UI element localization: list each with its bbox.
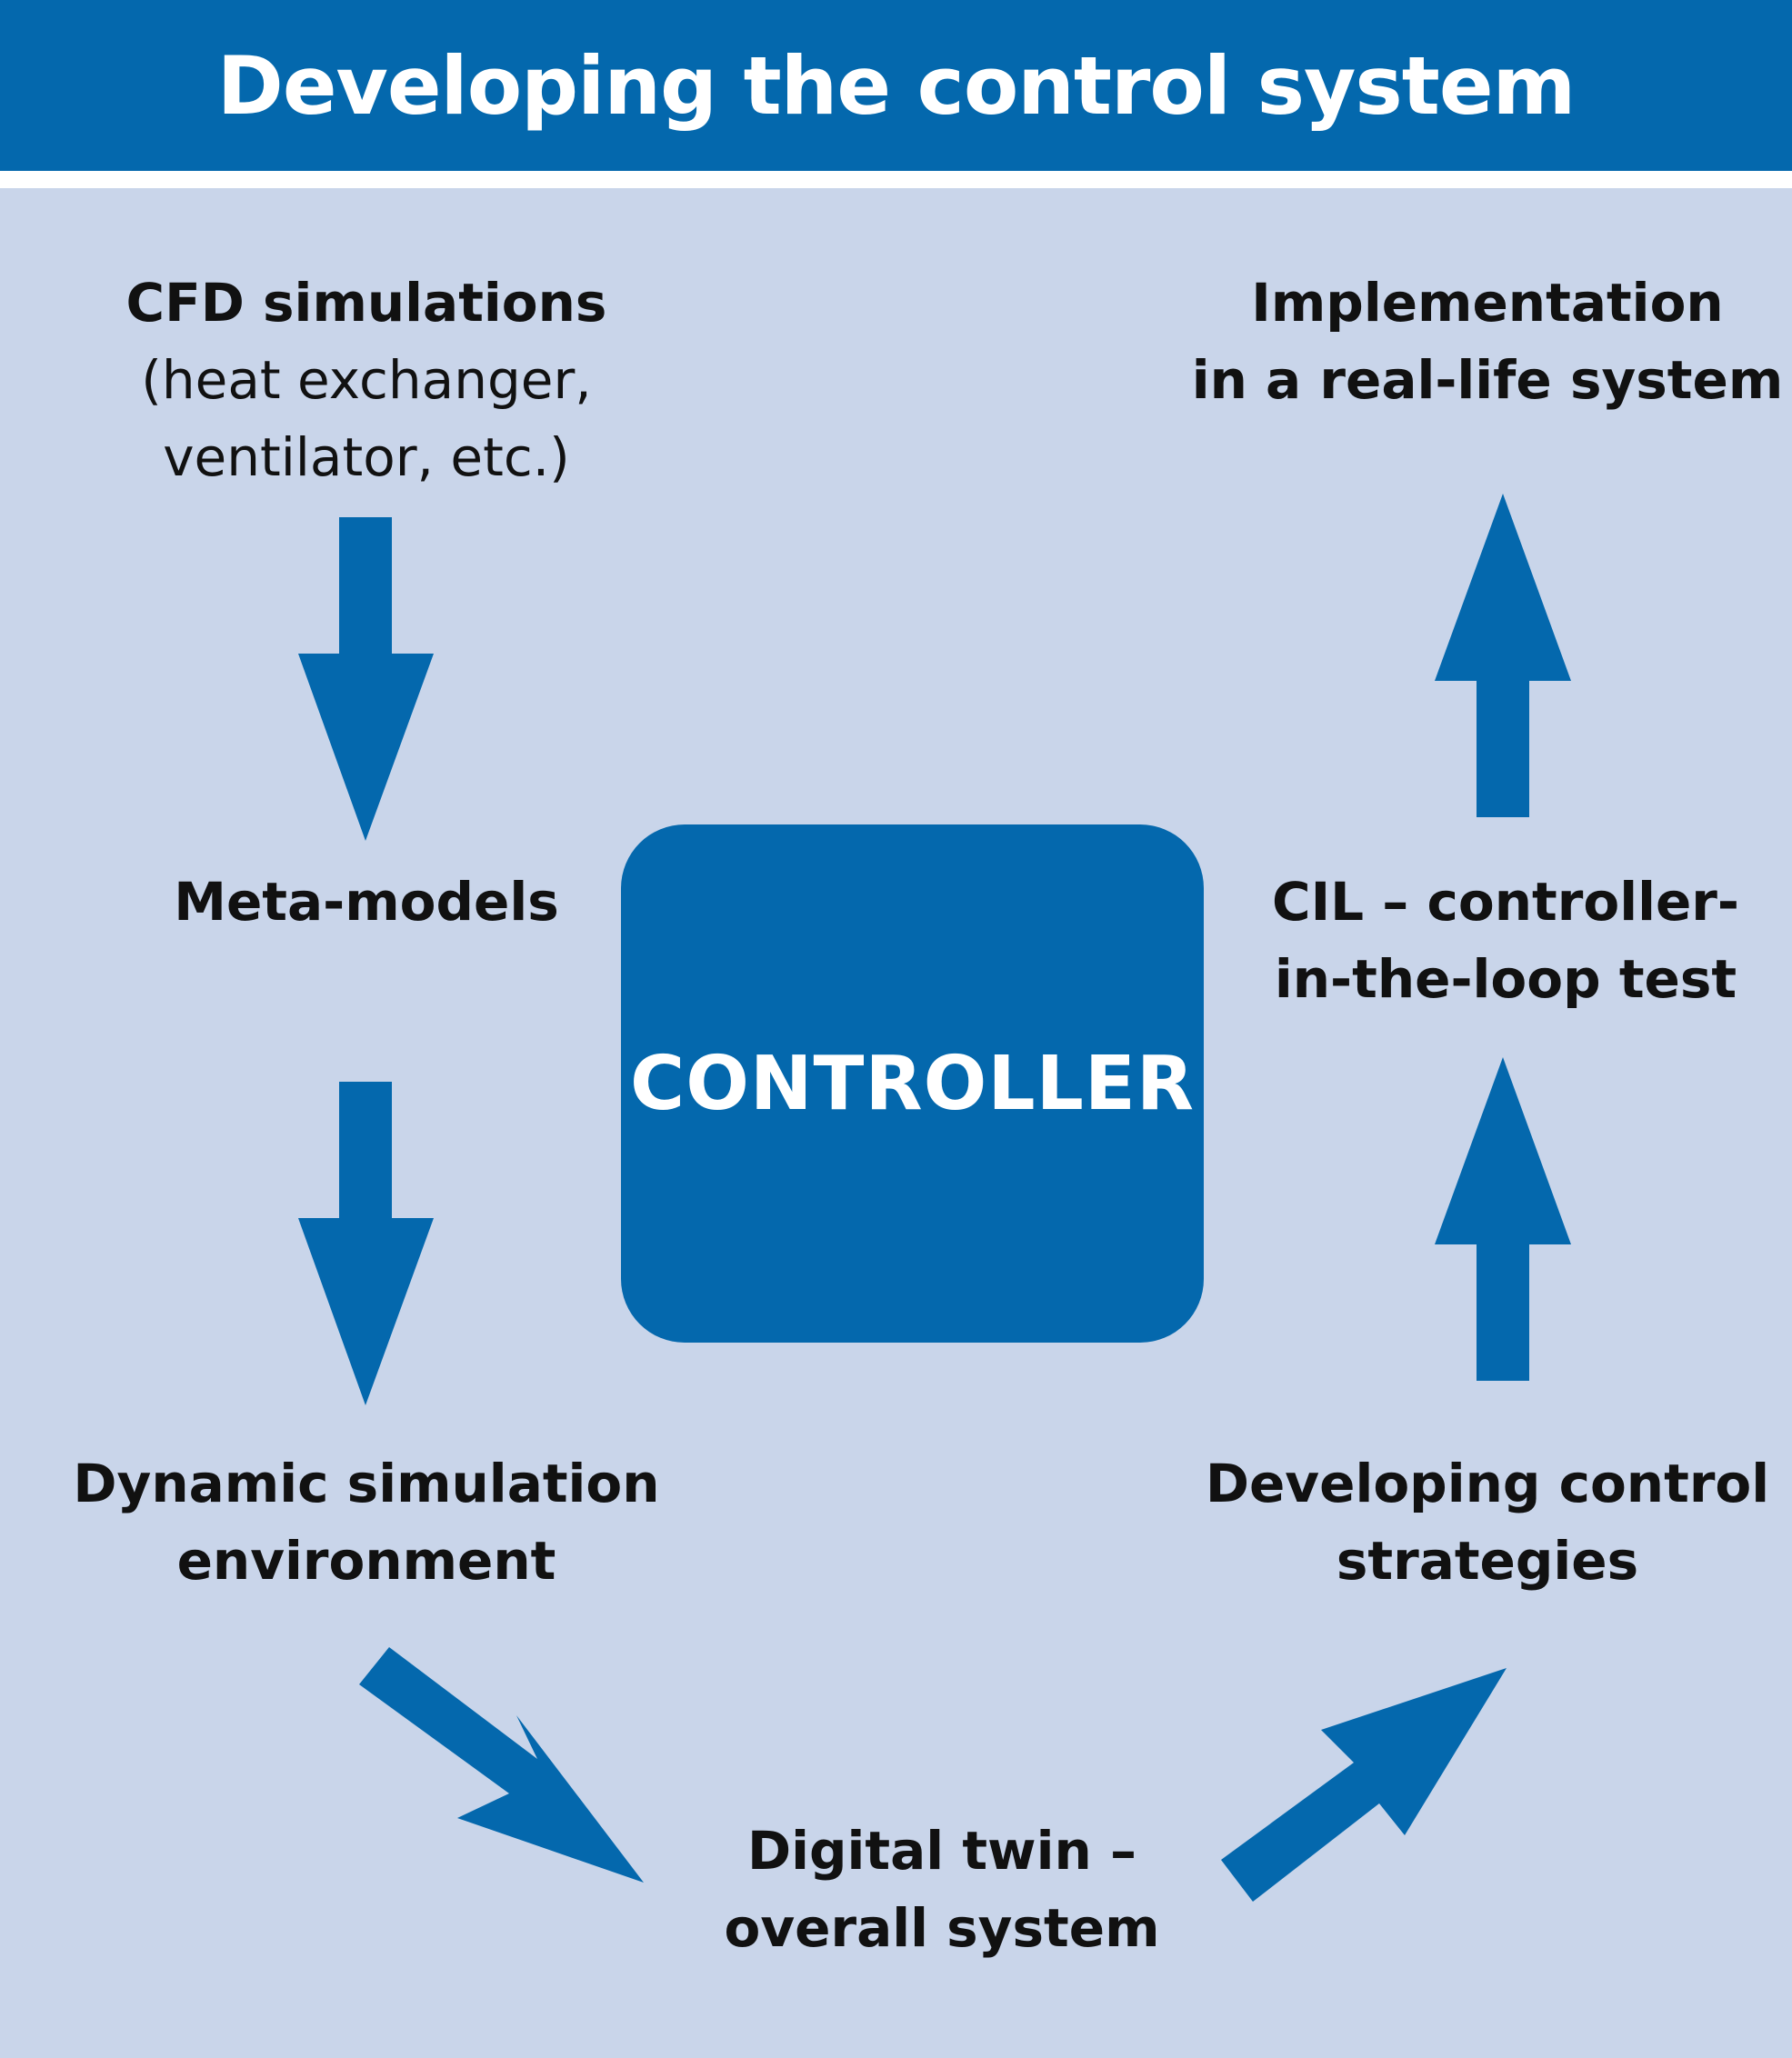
node-control-strategies: Developing control strategies (1169, 1445, 1792, 1600)
digital-twin-line2: overall system (724, 1897, 1160, 1959)
meta-models-label: Meta-models (174, 871, 559, 933)
arrow-cil-to-implementation (1435, 494, 1571, 817)
title-bar: Developing the control system (0, 0, 1792, 171)
arrow-meta-models-to-dynamic-sim (298, 1082, 434, 1405)
cfd-detail-line2: ventilator, etc.) (163, 426, 570, 488)
node-cfd-simulations: CFD simulations (heat exchanger, ventila… (94, 265, 639, 496)
implementation-line1: Implementation (1251, 272, 1724, 334)
dynamic-sim-line2: environment (176, 1530, 556, 1592)
cfd-title: CFD simulations (125, 272, 607, 334)
cfd-detail-line1: (heat exchanger, (141, 349, 592, 411)
dynamic-sim-line1: Dynamic simulation (73, 1453, 660, 1514)
arrow-control-strategies-to-cil (1435, 1057, 1571, 1381)
node-cil-test: CIL – controller- in-the-loop test (1187, 864, 1792, 1018)
diagram-title: Developing the control system (216, 38, 1576, 133)
node-digital-twin: Digital twin – overall system (669, 1813, 1215, 1967)
node-meta-models: Meta-models (94, 864, 639, 941)
controller-label: CONTROLLER (630, 1040, 1195, 1127)
control-strategies-line2: strategies (1336, 1530, 1639, 1592)
cil-line2: in-the-loop test (1274, 948, 1737, 1010)
control-strategies-line1: Developing control (1205, 1453, 1770, 1514)
node-dynamic-simulation: Dynamic simulation environment (48, 1445, 685, 1600)
implementation-line2: in a real-life system (1191, 349, 1784, 411)
arrow-dynamic-sim-to-digital-twin (359, 1647, 644, 1883)
arrow-cfd-to-meta-models (298, 517, 434, 841)
cil-line1: CIL – controller- (1272, 871, 1739, 933)
digital-twin-line1: Digital twin – (746, 1820, 1137, 1882)
controller-box: CONTROLLER (621, 824, 1204, 1343)
arrow-digital-twin-to-control-strategies (1221, 1668, 1507, 1902)
node-implementation: Implementation in a real-life system (1169, 265, 1792, 419)
